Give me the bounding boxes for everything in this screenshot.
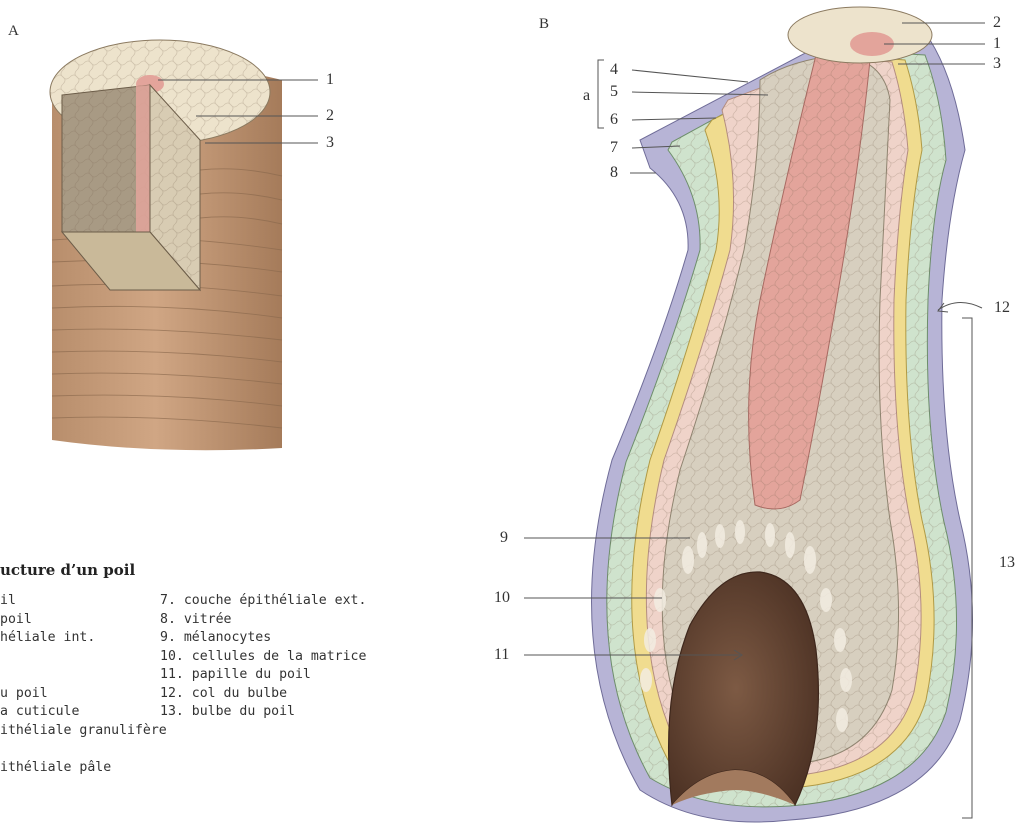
legend-title: ucture d’un poil — [0, 561, 135, 579]
panel-a-hair-shaft — [50, 40, 282, 450]
panel-b-callout-5: 5 — [610, 84, 618, 100]
panel-b-callout-10: 10 — [494, 590, 510, 606]
legend-left-item — [0, 648, 167, 667]
panel-b-bracket-a: a — [583, 88, 590, 104]
legend-left-item: poil — [0, 611, 167, 630]
legend-right-item: 13. bulbe du poil — [160, 703, 366, 722]
panel-b-callout-12: 12 — [994, 300, 1010, 316]
legend-left-item — [0, 740, 167, 759]
panel-b-label: B — [539, 16, 549, 33]
panel-b-callout-2: 2 — [993, 15, 1001, 31]
legend-right-item: 12. col du bulbe — [160, 685, 366, 704]
legend-left-item: héliale int. — [0, 629, 167, 648]
panel-b-callout-7: 7 — [610, 140, 618, 156]
legend-right-item: 10. cellules de la matrice — [160, 648, 366, 667]
panel-a-callout-1: 1 — [326, 72, 334, 88]
legend-left-item: ithéliale pâle — [0, 759, 167, 778]
legend-right-column: 7. couche épithéliale ext. 8. vitrée 9. … — [160, 592, 366, 722]
legend-left-item: a cuticule — [0, 703, 167, 722]
panel-b-callout-4: 4 — [610, 62, 618, 78]
panel-b-callout-13: 13 — [999, 555, 1015, 571]
panel-b-callout-3: 3 — [993, 56, 1001, 72]
panel-a-callout-3: 3 — [326, 135, 334, 151]
panel-b-hair-bulb — [592, 7, 973, 822]
legend-left-item: il — [0, 592, 167, 611]
legend-left-column: il poil héliale int. u poil a cuticule i… — [0, 592, 167, 777]
panel-b-callout-6: 6 — [610, 112, 618, 128]
legend-left-item — [0, 666, 167, 685]
panel-b-callout-1: 1 — [993, 36, 1001, 52]
legend-left-item: u poil — [0, 685, 167, 704]
legend-left-item: ithéliale granulifère — [0, 722, 167, 741]
panel-b-callout-8: 8 — [610, 165, 618, 181]
panel-b-callout-11: 11 — [494, 647, 509, 663]
legend-right-item: 9. mélanocytes — [160, 629, 366, 648]
panel-a-callout-2: 2 — [326, 108, 334, 124]
panel-a-label: A — [8, 23, 19, 40]
legend-right-item: 7. couche épithéliale ext. — [160, 592, 366, 611]
legend-right-item: 8. vitrée — [160, 611, 366, 630]
legend-right-item: 11. papille du poil — [160, 666, 366, 685]
panel-b-callout-9: 9 — [500, 530, 508, 546]
